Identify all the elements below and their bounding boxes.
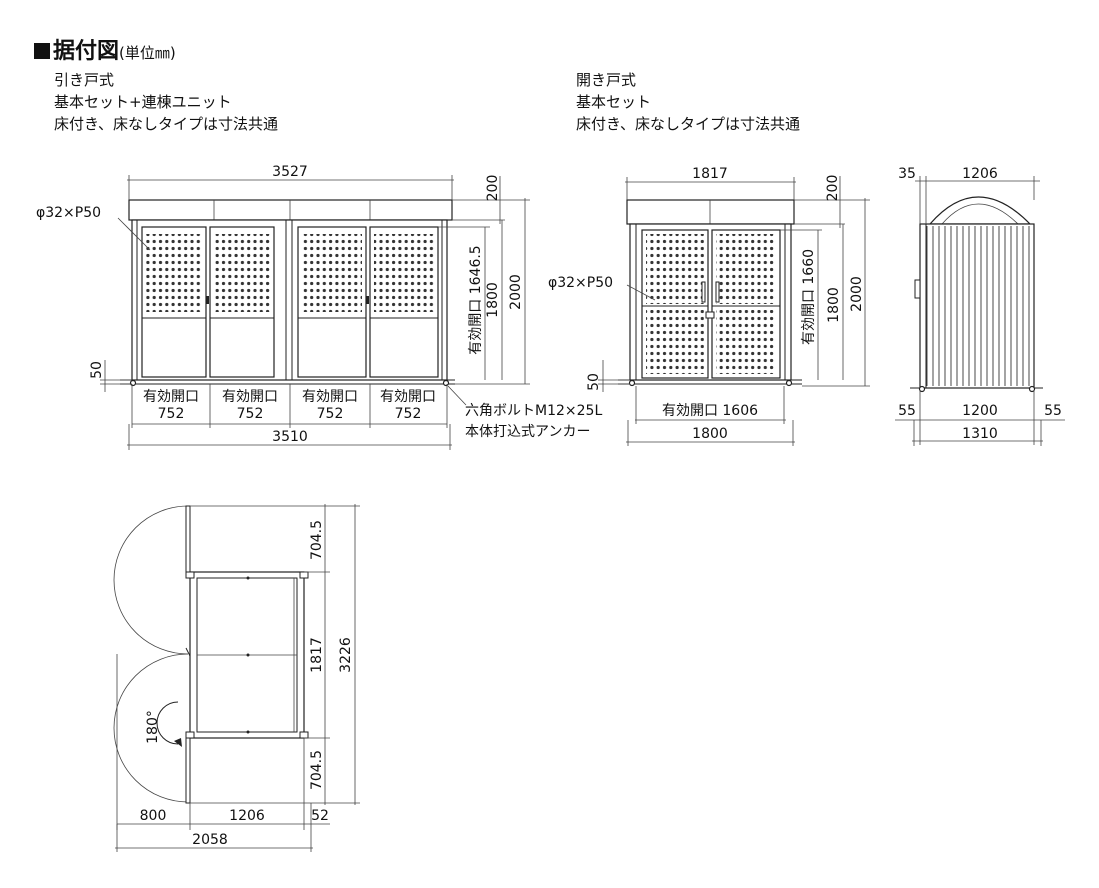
plan-dimensions: 704.5 1817 704.5 3226 180° 800 1206 52 2… (115, 504, 360, 852)
dim-right-margin: 55 (1044, 403, 1062, 419)
roof (128, 199, 453, 221)
door-swing-arc-bottom (113, 653, 189, 803)
dim-top-depth: 1206 (962, 166, 998, 182)
perforated-panel (214, 234, 270, 312)
dim-base-depth: 1200 (962, 403, 998, 419)
swing-notes: 開き戸式 基本セット 床付き、床なしタイプは寸法共通 (576, 69, 800, 135)
dim-overall-length: 3226 (338, 637, 354, 673)
note-line: 開き戸式 (576, 71, 637, 89)
dim-opening-height: 有効開口 1646.5 (468, 245, 484, 354)
dim-base-height: 50 (89, 361, 105, 379)
dim-roof-height: 200 (485, 175, 501, 202)
dim-total-height: 2000 (508, 274, 524, 310)
dim-door-height: 1800 (485, 282, 501, 318)
dim-eave: 35 (898, 166, 916, 182)
opening-label: 有効開口 (222, 389, 278, 405)
note-line: 床付き、床なしタイプは寸法共通 (576, 115, 800, 133)
side-view (910, 196, 1043, 393)
dim-opening-height: 有効開口 1660 (801, 249, 817, 345)
black-square-icon (34, 43, 50, 59)
anchor-note: 本体打込式アンカー (465, 423, 590, 440)
dim-door-height: 1800 (826, 287, 842, 323)
note-line: 引き戸式 (54, 71, 115, 89)
side-dimensions: 35 1206 55 1200 55 1310 (895, 166, 1065, 446)
roof (626, 199, 795, 225)
note-line: 床付き、床なしタイプは寸法共通 (54, 115, 278, 133)
opening-label: 有効開口 (143, 389, 199, 405)
page-title: 据付図(単位㎜) (34, 33, 176, 65)
bolt-note: 六角ボルトM12×25L (465, 403, 602, 419)
door-swing-arc-top (113, 505, 189, 655)
dim-base-height: 50 (586, 373, 602, 391)
opening-value: 752 (317, 406, 344, 422)
corrugated-wall (926, 226, 1030, 386)
swing-angle-label: 180° (145, 710, 161, 744)
opening-value: 752 (395, 406, 422, 422)
door-handle-icon (715, 281, 720, 303)
note-line: 基本セット+連棟ユニット (54, 93, 232, 111)
open-door-top (185, 505, 191, 577)
dome-roof (928, 196, 1032, 225)
dim-body-length: 1817 (309, 637, 325, 673)
rotation-arrow-icon (156, 701, 179, 745)
note-line: 基本セット (576, 93, 652, 111)
dim-base-width: 1800 (692, 426, 728, 442)
unit-text: (単位㎜) (119, 44, 176, 62)
door-handle-icon (701, 281, 706, 303)
dim-opening-width: 有効開口 1606 (662, 403, 758, 419)
opening-value: 752 (237, 406, 264, 422)
opening-label: 有効開口 (380, 389, 436, 405)
dim-base-width: 3510 (272, 429, 308, 445)
sliding-door-front-view (117, 199, 455, 387)
dim-overall-depth: 1310 (962, 426, 998, 442)
perforated-panel (374, 234, 434, 312)
dim-overall-width: 1817 (692, 166, 728, 182)
swing-door-front-view (618, 199, 802, 387)
swing-dimensions: 1817 φ32×P50 200 2000 1800 有効開口 1660 50 … (548, 166, 870, 446)
title-text: 据付図 (53, 39, 120, 64)
dim-left-margin: 55 (898, 403, 916, 419)
dim-roof-height: 200 (825, 175, 841, 202)
open-door-bottom (185, 732, 191, 804)
opening-label: 有効開口 (302, 389, 358, 405)
dim-door-clearance: 800 (140, 808, 167, 824)
leader-line (117, 217, 151, 251)
dim-swing-top: 704.5 (309, 520, 325, 560)
dim-total-height: 2000 (849, 276, 865, 312)
sliding-notes: 引き戸式 基本セット+連棟ユニット 床付き、床なしタイプは寸法共通 (54, 69, 278, 135)
perforated-panel (146, 234, 202, 312)
lock-icon (705, 311, 715, 319)
dim-overall-width: 3527 (272, 164, 308, 180)
hole-spec-label: φ32×P50 (36, 205, 101, 221)
dim-swing-bottom: 704.5 (309, 750, 325, 790)
hole-spec-label: φ32×P50 (548, 275, 613, 291)
sliding-doors (141, 226, 439, 378)
opening-value: 752 (158, 406, 185, 422)
sliding-dimensions: 3527 φ32×P50 200 2000 1800 有効開口 1646.5 5… (36, 164, 602, 450)
dim-side-margin: 52 (311, 808, 329, 824)
plan-view (113, 505, 309, 804)
dim-overall-depth: 2058 (192, 832, 228, 848)
handle-icon (914, 279, 921, 299)
perforated-panel (302, 234, 362, 312)
dim-body-depth: 1206 (229, 808, 265, 824)
